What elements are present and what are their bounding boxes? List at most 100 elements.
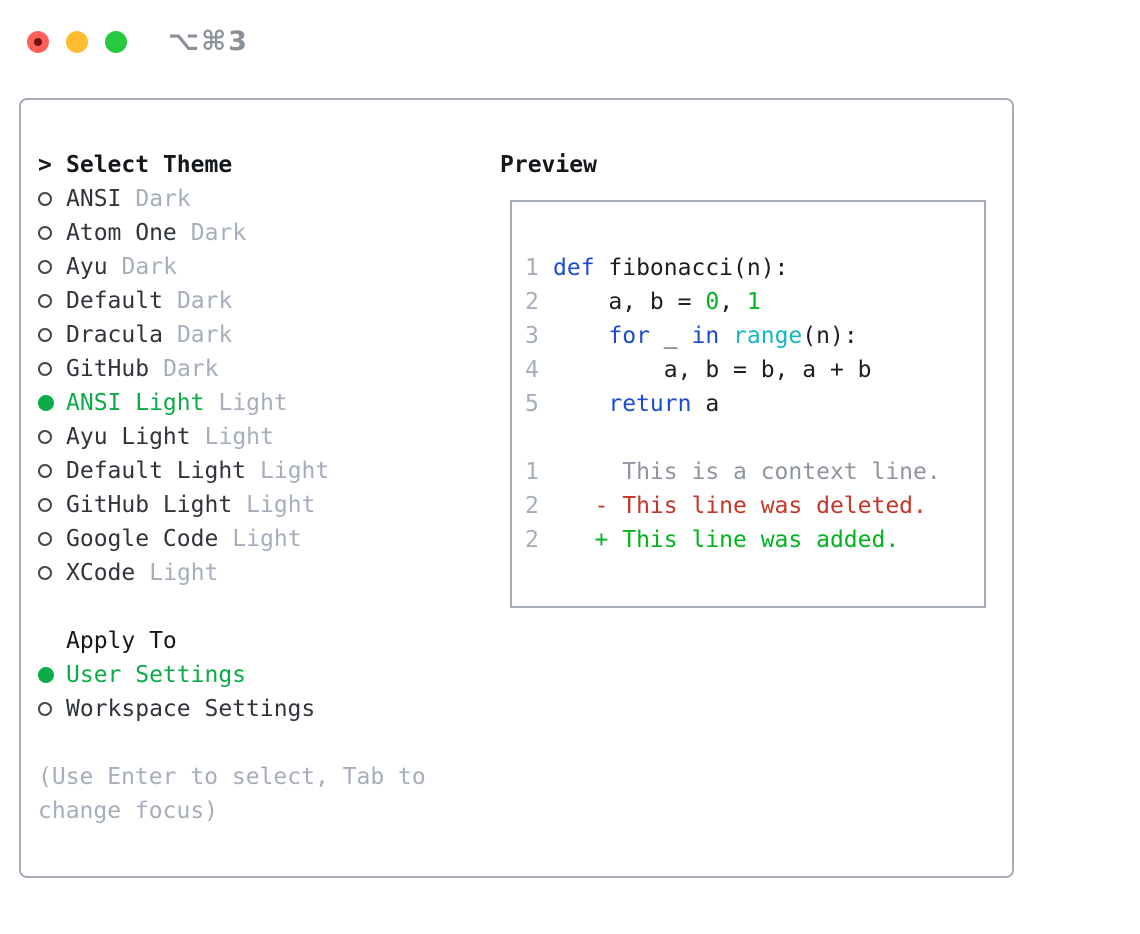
theme-name: Default Light	[66, 458, 247, 484]
code-line: 4 a, b = b, a + b	[525, 353, 984, 387]
theme-option-xcode-light[interactable]: XCode Light	[38, 556, 488, 590]
diff-text: + This line was added.	[553, 527, 900, 553]
preview-title: Preview	[500, 152, 597, 178]
code-line: 1 def fibonacci(n):	[525, 251, 984, 285]
theme-option-dracula-dark[interactable]: Dracula Dark	[38, 318, 488, 352]
theme-variant-badge: Light	[218, 390, 288, 416]
radio-icon	[38, 430, 52, 444]
theme-variant-badge: Dark	[176, 288, 233, 314]
theme-option-github-dark[interactable]: GitHub Dark	[38, 352, 488, 386]
apply-option-label: User Settings	[66, 662, 247, 688]
theme-name: Ayu Light	[66, 424, 191, 450]
theme-variant-badge: Light	[149, 560, 219, 586]
theme-option-ansi-light-light[interactable]: ANSI Light Light	[38, 386, 488, 420]
select-theme-header: > Select Theme	[38, 148, 488, 182]
theme-name: XCode	[66, 560, 136, 586]
theme-name: GitHub	[66, 356, 150, 382]
radio-icon	[38, 532, 52, 546]
radio-icon	[38, 328, 52, 342]
window-zoom-button[interactable]	[105, 30, 127, 53]
apply-to-title: Apply To	[66, 628, 177, 654]
theme-option-ayu-dark[interactable]: Ayu Dark	[38, 250, 488, 284]
line-number: 2	[525, 493, 539, 519]
theme-name: Ayu	[66, 254, 108, 280]
code-text: a, b = b, a + b	[553, 357, 872, 383]
code-text: return a	[608, 391, 720, 417]
line-number: 1	[525, 459, 539, 485]
theme-variant-badge: Light	[232, 526, 302, 552]
line-number: 1	[525, 255, 539, 281]
theme-variant-badge: Dark	[135, 186, 191, 212]
code-line: 3 for _ in range(n):	[525, 319, 984, 353]
theme-name: Google Code	[66, 526, 219, 552]
theme-option-ansi-dark[interactable]: ANSI Dark	[38, 182, 488, 216]
theme-name: Dracula	[66, 322, 163, 348]
window-titlebar: ⌥⌘3	[27, 26, 249, 57]
radio-selected-icon	[38, 667, 54, 683]
theme-name: ANSI Light	[66, 390, 205, 416]
code-text: a, b = 0, 1	[553, 289, 761, 315]
theme-option-default-dark[interactable]: Default Dark	[38, 284, 488, 318]
radio-icon	[38, 566, 52, 580]
line-number: 2	[525, 289, 539, 315]
theme-variant-badge: Light	[204, 424, 274, 450]
line-number: 4	[525, 357, 539, 383]
close-dot-icon	[34, 37, 42, 46]
theme-name: Default	[66, 288, 163, 314]
theme-name: GitHub Light	[66, 492, 233, 518]
diff-line-context: 1 This is a context line.	[525, 455, 984, 489]
theme-option-google-code-light[interactable]: Google Code Light	[38, 522, 488, 556]
radio-icon	[38, 464, 52, 478]
theme-variant-badge: Dark	[163, 356, 219, 382]
code-text: def fibonacci(n):	[553, 255, 789, 281]
theme-option-github-light-light[interactable]: GitHub Light Light	[38, 488, 488, 522]
theme-variant-badge: Dark	[121, 254, 177, 280]
radio-icon	[38, 192, 52, 206]
apply-option-user-settings[interactable]: User Settings	[38, 658, 488, 692]
keyboard-shortcut-label: ⌥⌘3	[168, 26, 249, 57]
radio-selected-icon	[38, 395, 54, 411]
radio-icon	[38, 498, 52, 512]
apply-to-header: Apply To	[38, 624, 488, 658]
spacer	[38, 726, 488, 760]
help-hint: (Use Enter to select, Tab to change focu…	[38, 764, 426, 824]
diff-line-deleted: 2 - This line was deleted.	[525, 489, 984, 523]
code-text: for _ in range(n):	[608, 323, 858, 349]
diff-line-added: 2 + This line was added.	[525, 523, 984, 557]
window-minimize-button[interactable]	[66, 30, 88, 53]
spacer	[38, 590, 488, 624]
diff-preview: 1 This is a context line.2 - This line w…	[525, 455, 984, 557]
theme-name: ANSI	[66, 186, 122, 212]
diff-text: This is a context line.	[553, 459, 941, 485]
apply-option-workspace-settings[interactable]: Workspace Settings	[38, 692, 488, 726]
radio-icon	[38, 226, 52, 240]
theme-variant-badge: Light	[246, 492, 316, 518]
code-line: 2 a, b = 0, 1	[525, 285, 984, 319]
line-number: 5	[525, 391, 539, 417]
theme-variant-badge: Dark	[190, 220, 247, 246]
theme-option-default-light-light[interactable]: Default Light Light	[38, 454, 488, 488]
theme-variant-badge: Light	[260, 458, 330, 484]
radio-icon	[38, 702, 52, 716]
radio-icon	[38, 362, 52, 376]
focus-caret-icon: >	[38, 152, 52, 178]
line-number: 3	[525, 323, 539, 349]
line-number: 2	[525, 527, 539, 553]
window-close-button[interactable]	[27, 30, 49, 53]
code-line: 5 return a	[525, 387, 984, 421]
radio-icon	[38, 294, 52, 308]
select-theme-title: Select Theme	[66, 152, 233, 178]
theme-option-ayu-light-light[interactable]: Ayu Light Light	[38, 420, 488, 454]
diff-text: - This line was deleted.	[553, 493, 927, 519]
theme-variant-badge: Dark	[176, 322, 233, 348]
apply-option-label: Workspace Settings	[66, 696, 316, 722]
radio-icon	[38, 260, 52, 274]
